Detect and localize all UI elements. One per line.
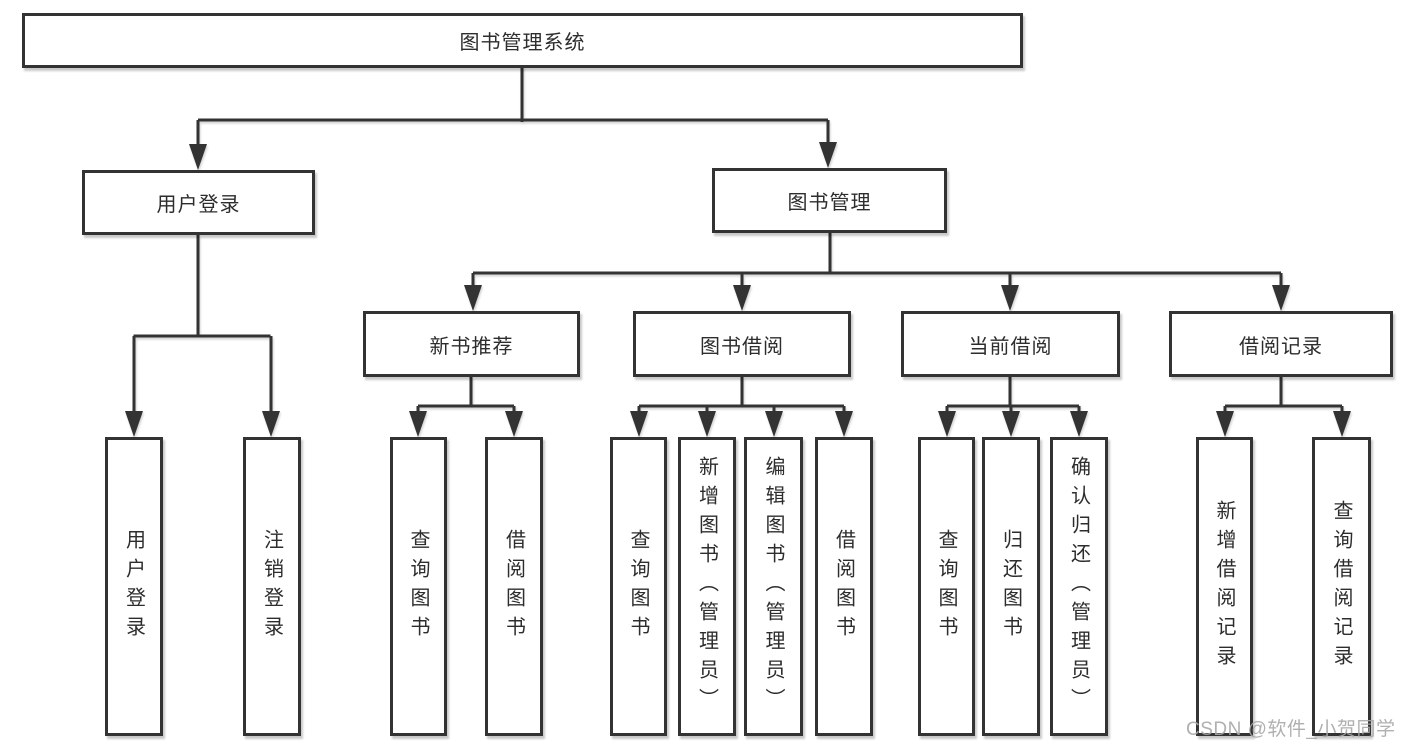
leaf-user-login: 用户登录 <box>105 437 163 736</box>
arrowhead <box>464 285 482 311</box>
node-label: 新书推荐 <box>429 335 514 358</box>
leaf-confirm-return-admin: 确认归还（管理员） <box>1050 437 1108 736</box>
leaf-add-borrow-record: 新增借阅记录 <box>1196 437 1253 736</box>
leaf-edit-books-admin: 编辑图书（管理员） <box>744 437 803 736</box>
arrowhead <box>938 411 956 437</box>
leaf-query-books: 查询图书 <box>918 437 975 736</box>
leaf-query-books: 查询图书 <box>390 437 447 736</box>
node-new-book-recommendation: 新书推荐 <box>363 311 580 377</box>
arrowhead <box>1333 411 1351 437</box>
arrowhead <box>733 285 751 311</box>
node-current-borrowing: 当前借阅 <box>901 311 1120 377</box>
leaf-borrow-books: 借阅图书 <box>815 437 873 736</box>
arrowhead <box>1002 411 1020 437</box>
node-label: 借阅图书 <box>832 528 855 645</box>
leaf-query-borrow-record: 查询借阅记录 <box>1312 437 1371 736</box>
node-book-management: 图书管理 <box>712 168 947 233</box>
node-label: 借阅图书 <box>502 528 525 645</box>
node-borrowing-records: 借阅记录 <box>1169 311 1393 377</box>
arrowhead <box>409 411 427 437</box>
node-label: 查询图书 <box>407 528 429 645</box>
leaf-borrow-books: 借阅图书 <box>485 437 543 736</box>
arrowhead <box>765 411 783 437</box>
leaf-return-books: 归还图书 <box>982 437 1040 736</box>
arrowhead <box>125 411 143 437</box>
node-label: 查询图书 <box>627 528 649 645</box>
node-user-login: 用户登录 <box>82 170 315 235</box>
arrowhead <box>698 411 716 437</box>
arrowhead <box>630 411 648 437</box>
arrowhead <box>1272 285 1290 311</box>
node-label: 图书借阅 <box>700 335 784 358</box>
node-label: 查询借阅记录 <box>1330 499 1352 674</box>
node-label: 图书管理 <box>787 192 872 214</box>
arrowhead <box>1070 411 1088 437</box>
node-label: 借阅记录 <box>1239 335 1323 358</box>
node-label: 归还图书 <box>999 528 1022 645</box>
arrowhead <box>835 411 853 437</box>
node-label: 新增借阅记录 <box>1213 499 1235 674</box>
node-label: 用户登录 <box>156 194 241 216</box>
leaf-query-books: 查询图书 <box>610 437 667 736</box>
arrowhead <box>505 411 523 437</box>
node-label: 用户登录 <box>122 528 145 645</box>
node-label: 编辑图书（管理员） <box>762 456 784 717</box>
node-label: 图书管理系统 <box>459 32 586 54</box>
arrowhead <box>819 142 837 168</box>
node-label: 查询图书 <box>935 528 957 645</box>
node-label: 新增图书（管理员） <box>695 456 718 717</box>
leaf-logout: 注销登录 <box>243 437 301 736</box>
arrowhead <box>1216 411 1234 437</box>
csdn-watermark: CSDN @软件_小贺同学 <box>1186 719 1396 740</box>
arrowhead <box>262 411 280 437</box>
node-label: 确认归还（管理员） <box>1067 456 1090 717</box>
node-book-borrowing: 图书借阅 <box>633 311 851 377</box>
node-label: 当前借阅 <box>968 335 1053 358</box>
arrowhead <box>1001 285 1019 311</box>
leaf-add-books-admin: 新增图书（管理员） <box>678 437 736 736</box>
arrowhead <box>189 144 207 170</box>
node-label: 注销登录 <box>260 528 283 645</box>
node-root-system: 图书管理系统 <box>22 13 1023 68</box>
